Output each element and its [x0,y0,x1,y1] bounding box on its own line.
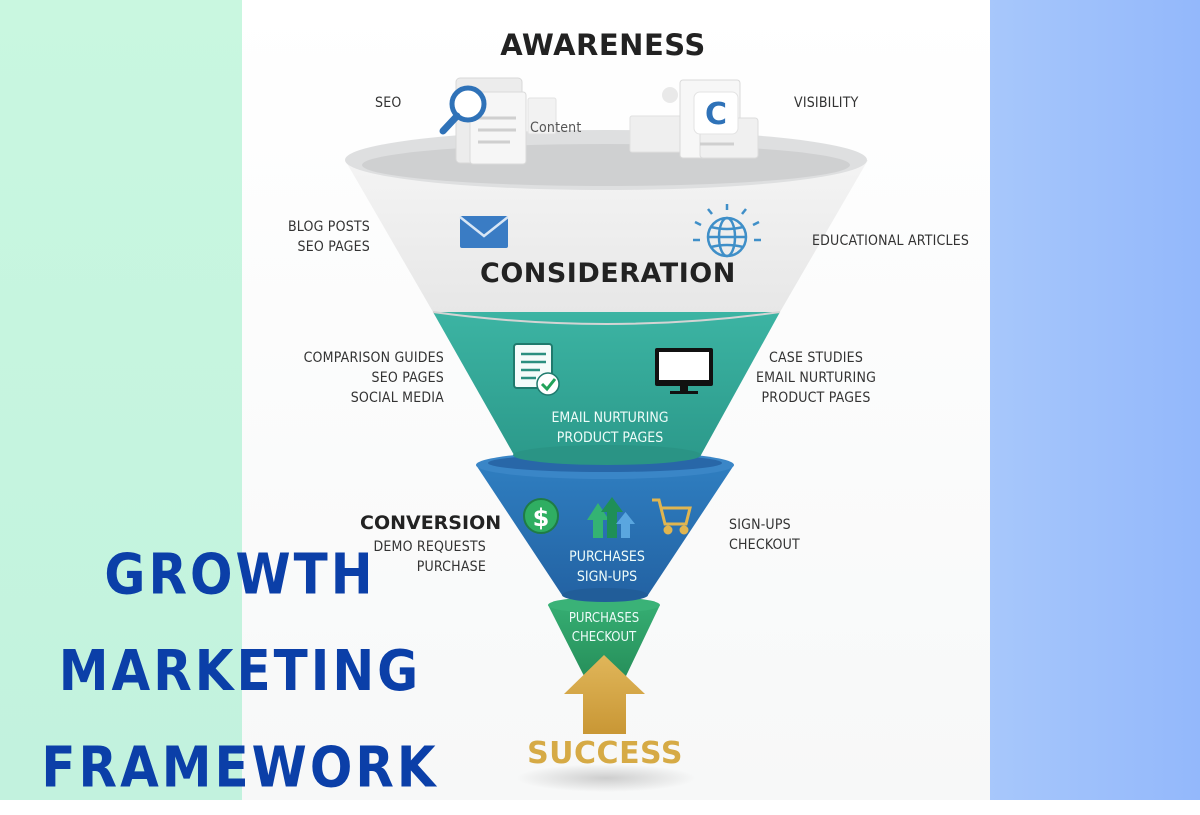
consideration-stage [345,130,868,325]
left-gradient-background [0,0,242,800]
consideration-title: CONSIDERATION [480,258,736,289]
c-letter: C [705,97,727,132]
magnifier-document-icon [439,77,527,165]
banner-title-marketing: MARKETING [58,638,422,704]
conversion-left-labels: DEMO REQUESTS PURCHASE [360,537,486,577]
up-arrow-icon [564,655,645,734]
label-blog-posts: BLOG POSTS [287,219,370,235]
banner-title: GROWTH MARKETING FRAMEWORK [40,527,440,815]
conversion-inner-labels: PURCHASES SIGN-UPS [540,547,674,587]
inner-sign-ups: SIGN-UPS [576,569,638,585]
success-label: SUCCESS [527,736,683,771]
right-gradient-background [990,0,1200,800]
label-checkout: CHECKOUT [729,537,800,553]
visibility-label: VISIBILITY [794,95,859,111]
checklist-icon [513,343,560,396]
inner-checkout: CHECKOUT [571,630,637,645]
awareness-title: AWARENESS [500,28,706,62]
content-label: Content [530,120,582,136]
retention-stage [548,597,660,676]
label-comparison-guides: COMPARISON GUIDES [303,350,444,366]
evaluation-right-labels: CASE STUDIES EMAIL NURTURING PRODUCT PAG… [745,348,887,408]
conversion-title: CONVERSION [360,512,502,534]
growth-arrows-icon [587,497,635,538]
inner-product-pages: PRODUCT PAGES [556,430,664,446]
inner-email-nurturing: EMAIL NURTURING [551,410,669,426]
label-purchase: PURCHASE [416,559,486,575]
shopping-cart-icon [652,498,692,535]
dollar-coin-icon: $ [523,498,559,534]
inner-purchases: PURCHASES [569,549,645,565]
consideration-left-labels: BLOG POSTS SEO PAGES [260,217,370,257]
label-product-pages: PRODUCT PAGES [761,390,871,406]
banner-title-framework: FRAMEWORK [41,734,439,800]
label-sign-ups: SIGN-UPS [729,517,791,533]
label-social-media: SOCIAL MEDIA [350,390,444,406]
banner-title-growth: GROWTH [104,542,376,608]
label-seo-pages: SEO PAGES [297,239,370,255]
evaluation-inner-labels: EMAIL NURTURING PRODUCT PAGES [530,408,690,448]
conversion-right-labels: SIGN-UPS CHECKOUT [729,515,800,555]
ground-shadow [516,764,696,792]
c-document-icon: C [629,79,759,159]
label-email-nurturing: EMAIL NURTURING [755,370,877,386]
label-educational-articles: EDUCATIONAL ARTICLES [812,233,970,249]
retention-inner-labels: PURCHASES CHECKOUT [545,609,663,647]
inner-purchases-2: PURCHASES [568,611,640,626]
globe-icon [693,204,761,258]
seo-label: SEO [375,95,402,111]
label-demo-requests: DEMO REQUESTS [373,539,486,555]
content-document-icon [527,97,557,135]
envelope-icon [459,216,509,248]
evaluation-left-labels: COMPARISON GUIDES SEO PAGES SOCIAL MEDIA [290,348,444,408]
monitor-icon [655,348,713,394]
label-case-studies: CASE STUDIES [768,350,864,366]
dollar-sign: $ [533,504,550,532]
label-seo-pages-2: SEO PAGES [371,370,444,386]
